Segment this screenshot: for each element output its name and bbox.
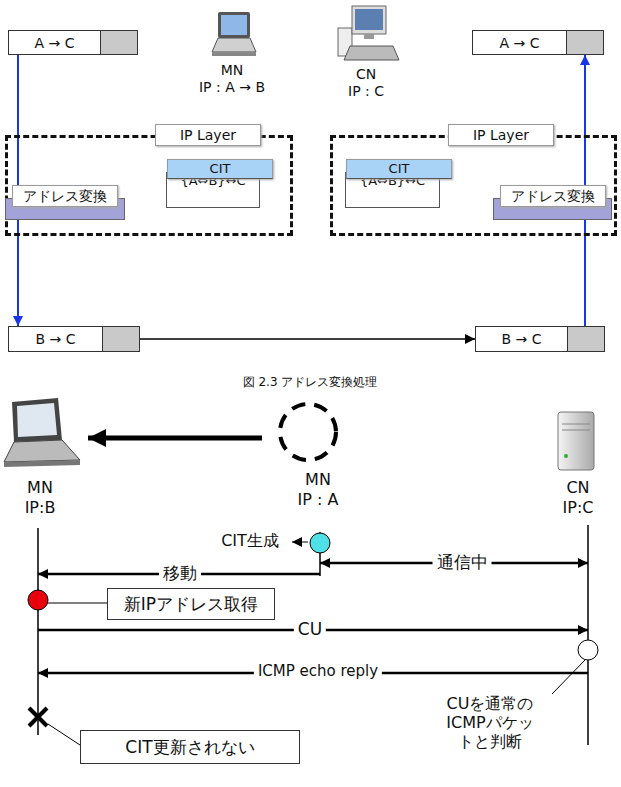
table-heading: CIT: [167, 159, 273, 179]
packet-box: B → C: [8, 326, 140, 352]
callout-arrow: [292, 542, 308, 543]
laptop-icon: [4, 398, 80, 467]
ip-address: IP:C: [563, 498, 594, 517]
desktop-icon: [338, 6, 399, 60]
desktop-display: [355, 9, 383, 30]
event-circle: [28, 590, 48, 610]
device-name: MN: [27, 478, 53, 497]
ip-layer-frame: IP LayerCIT{A⇔B}↔Cアドレス変換: [5, 135, 293, 236]
laptop-base: [4, 440, 80, 462]
server-slot: [562, 430, 590, 431]
note-box: CIT更新されない: [80, 730, 300, 764]
failure-cross: [29, 708, 47, 726]
laptop-screen: [12, 398, 62, 442]
leader-line: [48, 724, 80, 745]
server-body: [558, 412, 594, 470]
note-text: 新IPアドレス取得: [124, 593, 258, 616]
packet-payload: [566, 31, 603, 54]
packet-box: A → C: [472, 30, 604, 55]
leader-line: [48, 603, 107, 604]
packet-box: B → C: [475, 326, 605, 352]
failure-cross: [29, 708, 47, 726]
laptop-edge: [212, 52, 256, 56]
leader-line: [552, 660, 585, 694]
server-slot: [562, 424, 590, 425]
conversion-box: アドレス変換: [493, 198, 612, 220]
message-label: 移動: [159, 563, 201, 583]
laptop-edge: [4, 460, 80, 467]
layer-heading: IP Layer: [448, 124, 554, 146]
device-name: CN: [566, 478, 589, 497]
laptop-display: [221, 15, 247, 35]
desktop-stand: [364, 34, 374, 39]
move-arrow: [88, 436, 262, 441]
desktop-keyboard: [344, 46, 399, 60]
lifeline: [37, 528, 39, 735]
event-label: CIT生成: [221, 531, 279, 550]
packet-header: B → C: [476, 327, 567, 351]
packet-header: A → C: [473, 31, 566, 54]
cit-table: CIT{A⇔B}↔C: [345, 172, 440, 208]
packet-header: A → C: [9, 31, 100, 54]
event-circle: [310, 533, 330, 553]
packet-payload: [102, 327, 139, 351]
device-name: CN: [356, 66, 376, 83]
laptop-screen: [218, 12, 250, 38]
desktop-monitor: [352, 6, 386, 34]
process-label: アドレス変換: [12, 185, 118, 207]
note-text: CUを通常の ICMPパケッ トと判断: [415, 694, 565, 752]
laptop-icon: [212, 12, 256, 56]
device-name: MN: [305, 470, 331, 489]
packet-payload: [567, 327, 604, 351]
former-position-circle: [280, 404, 336, 460]
laptop-base: [212, 38, 256, 52]
packet-payload: [100, 31, 137, 54]
cit-table: CIT{A⇔B}↔C: [166, 172, 260, 208]
message-label: 通信中: [433, 552, 492, 572]
packet-flow-arrow: [140, 338, 475, 340]
conversion-box: アドレス変換: [5, 198, 125, 220]
device-name: MN: [221, 62, 244, 79]
ip-address: IP : C: [348, 83, 384, 100]
message-label: ICMP echo reply: [254, 662, 382, 680]
table-heading: CIT: [346, 159, 452, 179]
packet-box: A → C: [8, 30, 138, 55]
ip-address: IP : A → B: [199, 79, 265, 96]
note-box: 新IPアドレス取得: [107, 588, 275, 620]
message-label: CU: [294, 619, 326, 639]
figure-caption: 図 2.3 アドレス変換処理: [243, 374, 378, 391]
lifeline: [587, 525, 589, 745]
server-light: [564, 454, 568, 458]
laptop-display: [17, 403, 57, 437]
process-label: アドレス変換: [500, 185, 606, 207]
event-circle: [578, 640, 598, 660]
layer-heading: IP Layer: [155, 124, 261, 146]
ip-address: IP:B: [25, 498, 56, 517]
note-text: CIT更新されない: [125, 736, 254, 759]
server-icon: [558, 412, 594, 470]
ip-address: IP : A: [298, 490, 339, 509]
ip-layer-frame: IP LayerCIT{A⇔B}↔Cアドレス変換: [330, 135, 617, 236]
packet-header: B → C: [9, 327, 102, 351]
